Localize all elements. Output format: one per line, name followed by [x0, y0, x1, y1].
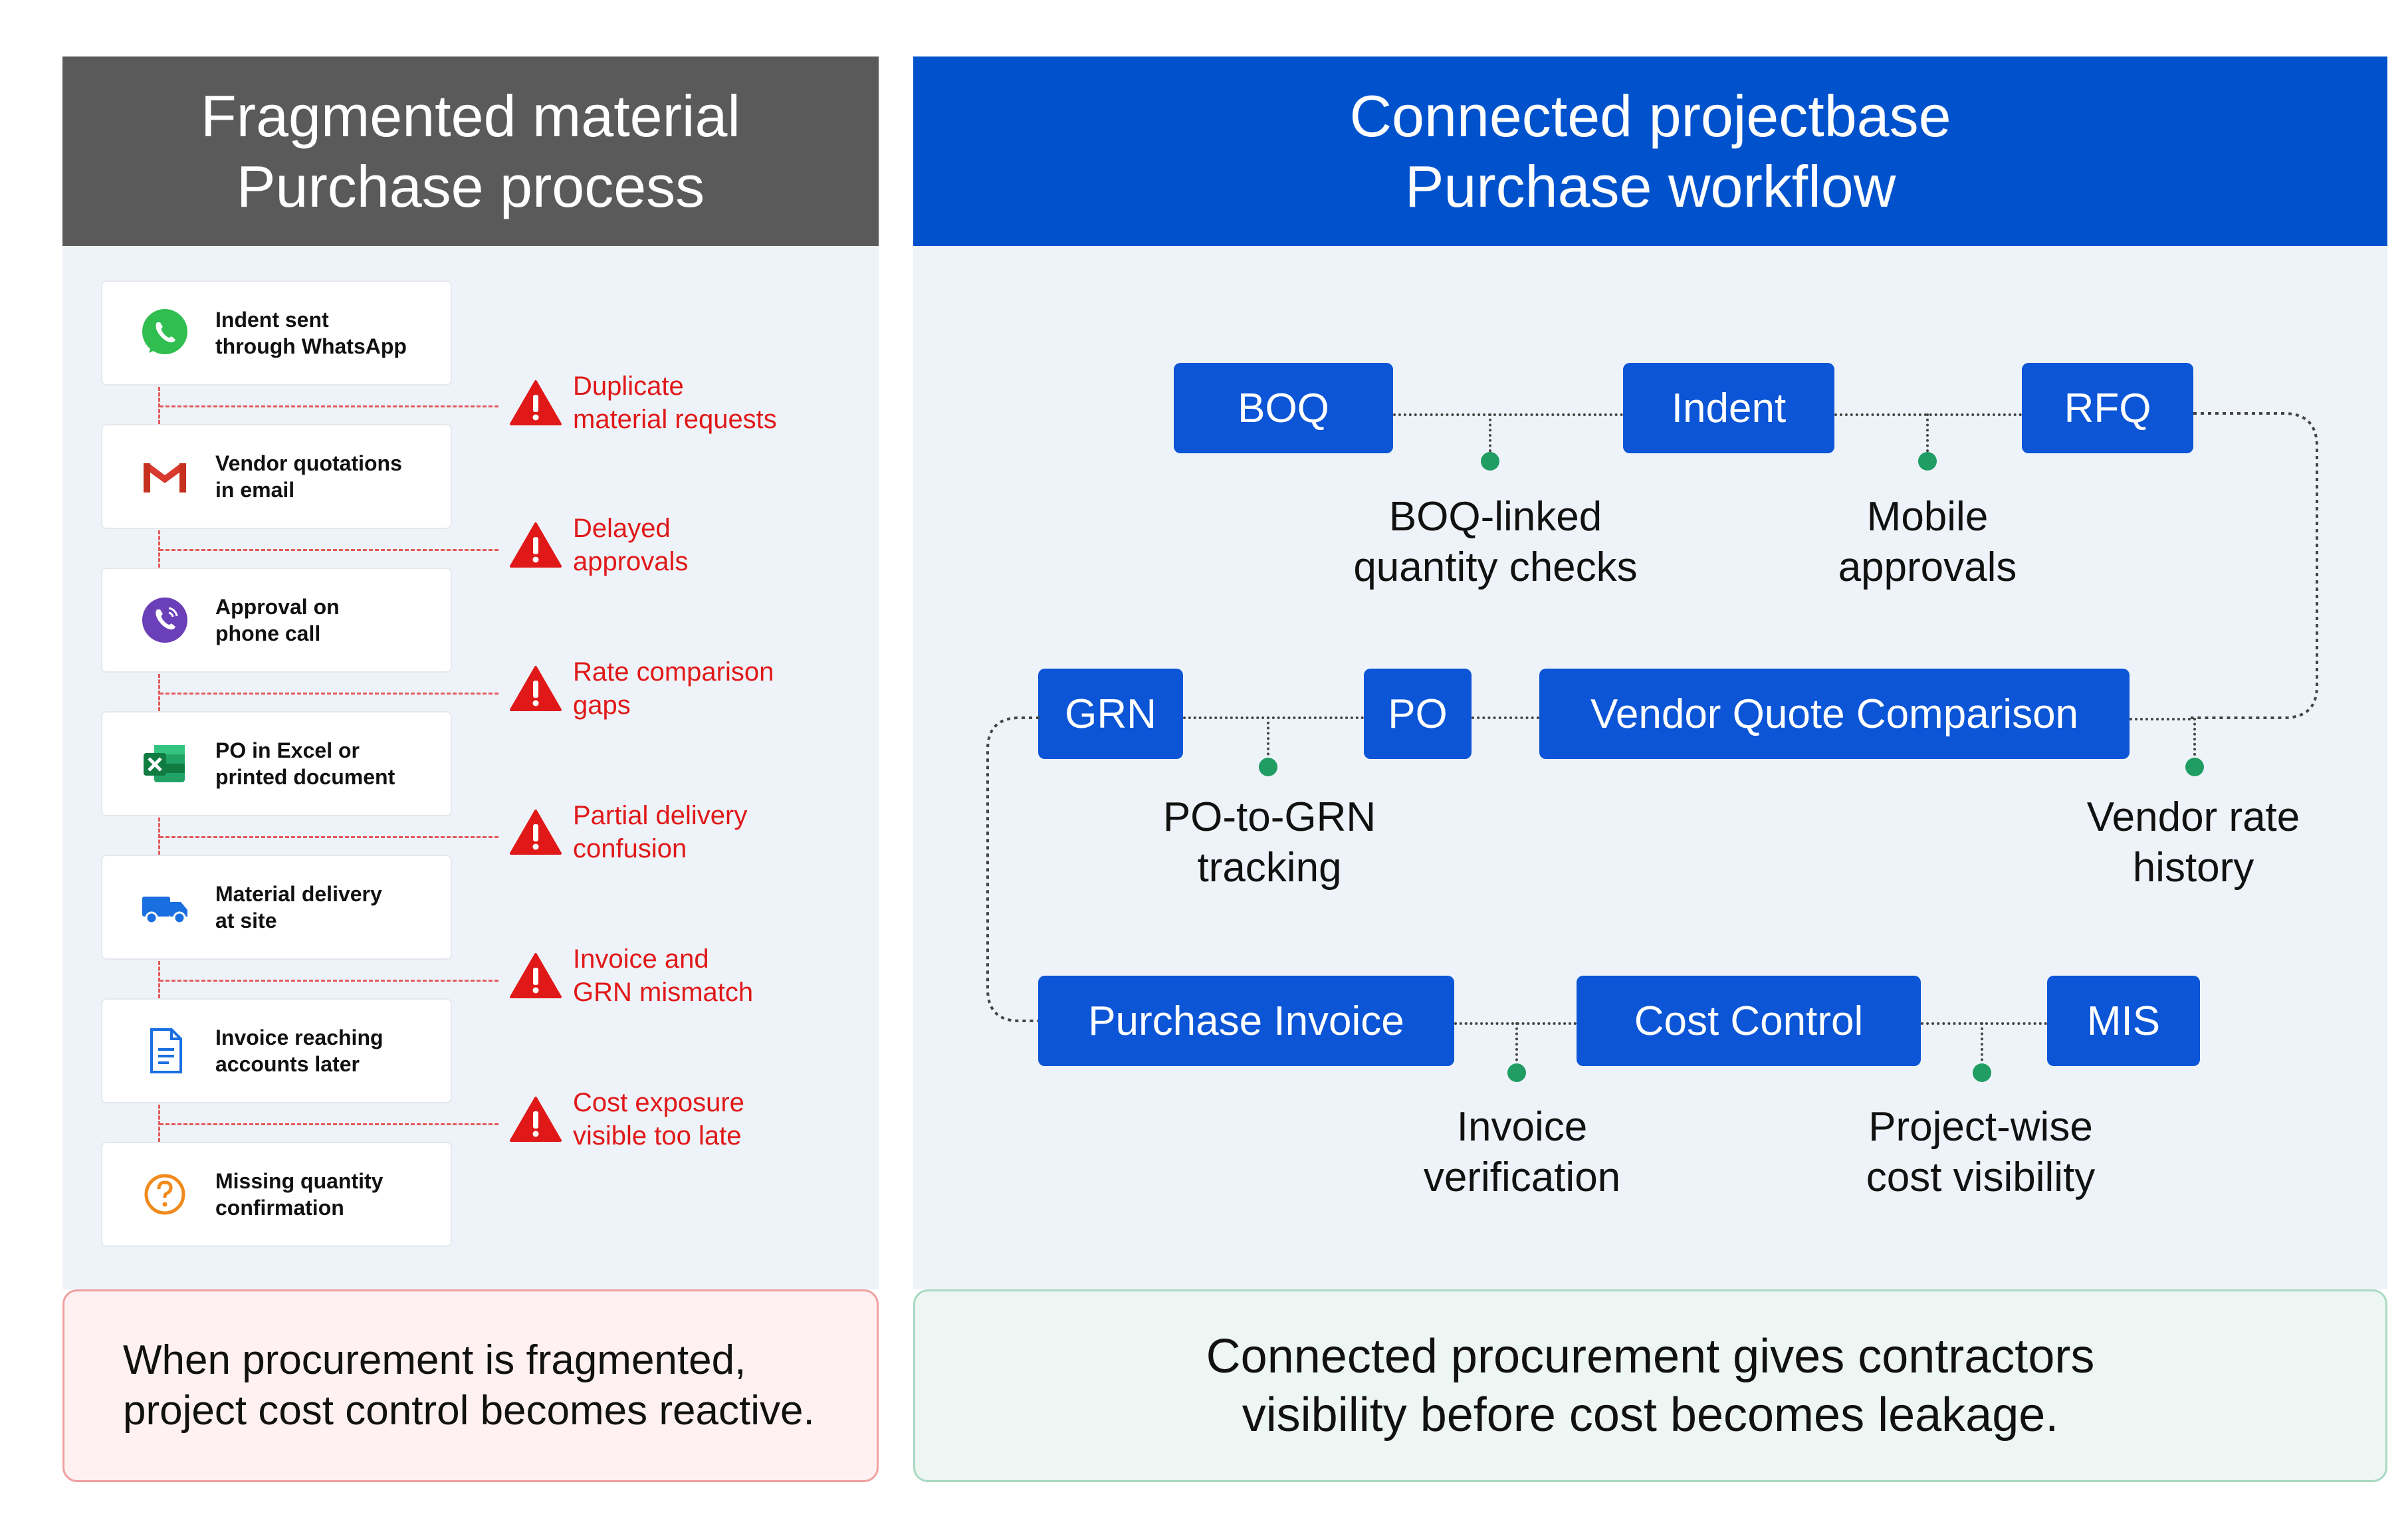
checkpoint-dot — [1918, 452, 1937, 471]
flow-link — [1183, 716, 1364, 719]
checkpoint-dot — [2185, 758, 2204, 776]
step-text: Material delivery at site — [215, 882, 382, 932]
excel-icon — [144, 745, 185, 782]
checkpoint-dot — [1973, 1063, 1991, 1082]
flow-link — [1393, 413, 1623, 416]
checkpoint-dot — [1259, 758, 1277, 776]
flow-connector — [158, 530, 160, 568]
node-po: PO — [1364, 669, 1472, 759]
checkpoint-dot — [1481, 452, 1499, 471]
issue-text: Duplicate material requests — [573, 372, 777, 434]
step-card-whatsapp: Indent sent through WhatsApp — [101, 280, 452, 385]
issue-connector — [160, 549, 498, 551]
issue-invoice-grn-mismatch: Invoice and GRN mismatch — [509, 942, 753, 1009]
note-invoice-verification: Invoice verification — [1423, 1104, 1621, 1200]
node-mis: MIS — [2047, 976, 2200, 1066]
note-project-cost-visibility: Project-wise cost visibility — [1866, 1104, 2096, 1200]
issue-text: Invoice and GRN mismatch — [573, 944, 754, 1007]
flow-link — [1921, 1022, 2047, 1025]
step-card-email: Vendor quotations in email — [101, 424, 452, 529]
checkpoint-dot — [1507, 1063, 1526, 1082]
warning-icon — [510, 522, 562, 568]
step-card-phone: Approval on phone call — [101, 568, 452, 673]
warning-icon — [510, 380, 562, 425]
node-indent: Indent — [1623, 363, 1834, 453]
document-icon — [150, 1028, 182, 1073]
left-footer-text: When procurement is fragmented, project … — [123, 1337, 815, 1434]
step-text: Approval on phone call — [215, 595, 340, 645]
issue-text: Delayed approvals — [573, 514, 689, 576]
right-footer-text: Connected procurement gives contractors … — [1206, 1330, 2095, 1442]
step-card-missing: Missing quantity confirmation — [101, 1142, 452, 1247]
note-mobile-approvals: Mobile approvals — [1838, 494, 2017, 590]
step-card-excel: PO in Excel or printed document — [101, 711, 452, 816]
flow-connector — [158, 961, 160, 998]
left-panel-title: Fragmented material Purchase process — [201, 82, 740, 219]
flow-link — [1267, 716, 1269, 766]
issue-text: Partial delivery confusion — [573, 801, 748, 863]
issue-connector — [160, 405, 498, 407]
issue-connector — [160, 836, 498, 838]
gmail-icon — [144, 462, 186, 492]
right-panel-header: Connected projectbase Purchase workflow — [913, 56, 2387, 246]
step-text: Vendor quotations in email — [215, 451, 402, 502]
right-panel-title: Connected projectbase Purchase workflow — [1349, 82, 1951, 219]
flow-connector — [158, 1105, 160, 1142]
node-purchase-invoice: Purchase Invoice — [1038, 976, 1454, 1066]
viber-phone-icon — [142, 598, 187, 643]
step-card-invoice: Invoice reaching accounts later — [101, 998, 452, 1103]
issue-cost-exposure: Cost exposure visible too late — [509, 1086, 744, 1152]
flow-link — [1926, 413, 1929, 457]
note-boq-linked-checks: BOQ-linked quantity checks — [1353, 494, 1638, 590]
left-panel-header: Fragmented material Purchase process — [62, 56, 879, 246]
flow-link — [1489, 413, 1491, 457]
node-rfq: RFQ — [2022, 363, 2193, 453]
flow-connector — [158, 387, 160, 424]
step-text: Indent sent through WhatsApp — [215, 308, 407, 358]
question-icon — [144, 1174, 185, 1215]
issue-connector — [160, 1123, 498, 1125]
flow-connector — [158, 818, 160, 855]
warning-icon — [510, 810, 562, 855]
node-vendor-quote-comparison: Vendor Quote Comparison — [1539, 669, 2130, 759]
step-text: Invoice reaching accounts later — [215, 1026, 383, 1076]
issue-partial-delivery: Partial delivery confusion — [509, 799, 747, 865]
step-text: PO in Excel or printed document — [215, 738, 395, 789]
step-text: Missing quantity confirmation — [215, 1169, 383, 1220]
issue-connector — [160, 693, 498, 695]
step-card-delivery: Material delivery at site — [101, 855, 452, 960]
flow-link — [2130, 718, 2196, 720]
warning-icon — [510, 1097, 562, 1142]
flow-link — [2193, 718, 2196, 766]
node-cost-control: Cost Control — [1577, 976, 1921, 1066]
note-vendor-rate-history: Vendor rate history — [2086, 794, 2300, 891]
warning-icon — [510, 666, 562, 711]
issue-text: Rate comparison gaps — [573, 657, 774, 720]
node-boq: BOQ — [1174, 363, 1393, 453]
note-po-to-grn-tracking: PO-to-GRN tracking — [1162, 794, 1376, 891]
flow-link-rfq-vqc — [2191, 412, 2318, 719]
right-footer-callout: Connected procurement gives contractors … — [913, 1289, 2387, 1482]
warning-icon — [510, 953, 562, 998]
issue-connector — [160, 980, 498, 982]
issue-text: Cost exposure visible too late — [573, 1088, 744, 1150]
whatsapp-icon — [142, 309, 187, 354]
flow-connector — [158, 674, 160, 711]
left-footer-callout: When procurement is fragmented, project … — [62, 1289, 879, 1482]
delivery-truck-icon — [142, 897, 187, 925]
issue-delayed-approvals: Delayed approvals — [509, 512, 688, 578]
issue-rate-comparison-gaps: Rate comparison gaps — [509, 655, 774, 722]
flow-link-grn-pi — [986, 716, 1040, 1022]
issue-duplicate-requests: Duplicate material requests — [509, 370, 777, 436]
node-grn: GRN — [1038, 669, 1183, 759]
flow-link — [1981, 1022, 1983, 1071]
flow-link — [1472, 716, 1539, 719]
flow-link — [1515, 1022, 1518, 1071]
